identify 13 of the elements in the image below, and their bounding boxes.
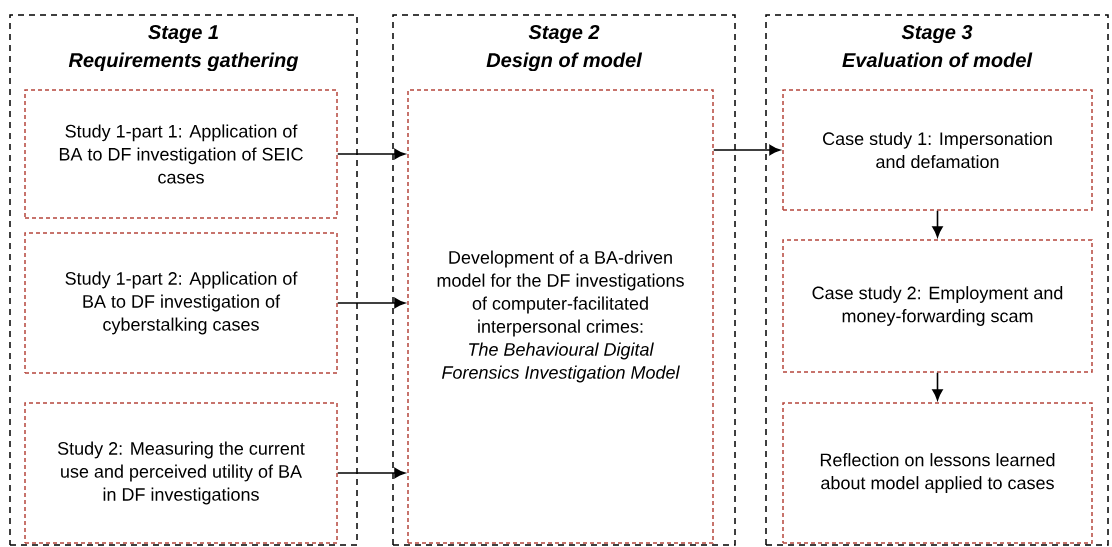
process-box: Study 1-part 1: Application of BA to DF investigation of SEIC cases	[24, 89, 338, 219]
arrow	[932, 209, 943, 238]
process-box: Reflection on lessons learned about model applied to cases	[782, 402, 1093, 544]
process-box: Case study 2: Employment and money-forwarding scam	[782, 239, 1093, 373]
process-box: Development of a BA-driven model for the DF investigations of computer-facilitated interpersonal crimes: The Behavioural Digital Forensics Investigation Model	[407, 89, 714, 544]
arrow	[336, 297, 406, 309]
arrow	[712, 144, 781, 156]
process-box: Case study 1: Impersonation and defamation	[782, 89, 1093, 211]
arrow	[932, 371, 943, 401]
process-box: Study 2: Measuring the current use and perceived utility of BA in DF investigations	[24, 402, 338, 544]
arrow	[336, 148, 406, 160]
process-box: Study 1-part 2: Application of BA to DF investigation of cyberstalking cases	[24, 232, 338, 374]
arrow	[336, 467, 406, 479]
